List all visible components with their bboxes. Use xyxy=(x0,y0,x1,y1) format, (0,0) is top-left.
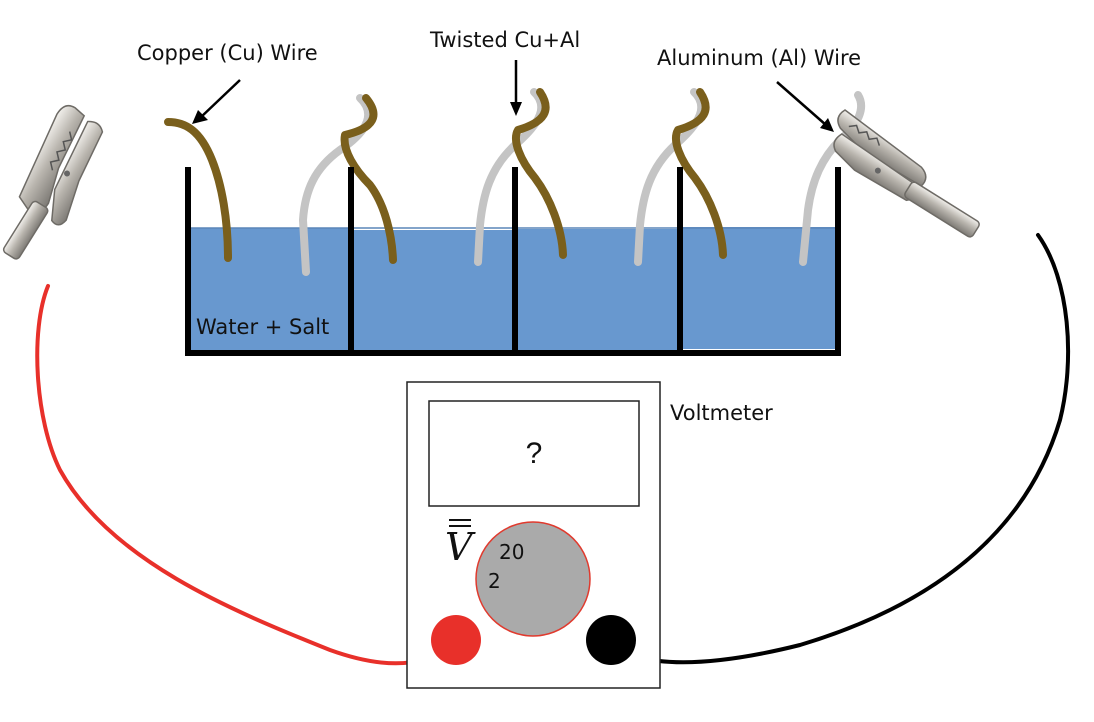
negative-test-lead[interactable] xyxy=(620,233,1071,665)
cell-container xyxy=(185,167,841,356)
voltmeter-display xyxy=(428,400,640,507)
voltmeter: ? V 20 2 xyxy=(406,381,661,689)
aluminum-arrow xyxy=(776,81,827,126)
display-reading: ? xyxy=(526,437,543,470)
copper-wire xyxy=(164,118,232,262)
cell-4-water xyxy=(682,227,835,349)
solution-label: Water + Salt xyxy=(196,315,329,339)
copper-wire-label: Copper (Cu) Wire xyxy=(137,41,318,65)
positive-test-lead[interactable] xyxy=(35,284,450,666)
negative-terminal[interactable] xyxy=(586,615,636,665)
twisted-label: Twisted Cu+Al xyxy=(429,28,580,52)
voltmeter-label: Voltmeter xyxy=(670,401,773,425)
cell-1-water xyxy=(189,228,349,350)
cell-2-water xyxy=(352,230,512,351)
positive-terminal[interactable] xyxy=(431,615,481,665)
dc-voltage-symbol: V xyxy=(445,525,476,569)
copper-wire xyxy=(672,88,727,259)
left-alligator-clip xyxy=(2,104,104,260)
copper-wire xyxy=(512,88,567,259)
aluminum-wire xyxy=(299,94,373,276)
right-alligator-clip xyxy=(833,109,980,238)
cell-3-water xyxy=(516,229,678,350)
range-selector-dial[interactable] xyxy=(475,521,591,637)
range-option-2[interactable]: 2 xyxy=(488,569,501,593)
copper-wire xyxy=(340,94,397,264)
aluminum-wire-label: Aluminum (Al) Wire xyxy=(657,46,861,70)
electrode-wires xyxy=(164,88,866,276)
range-option-20[interactable]: 20 xyxy=(499,540,524,564)
copper-arrow xyxy=(199,79,241,119)
